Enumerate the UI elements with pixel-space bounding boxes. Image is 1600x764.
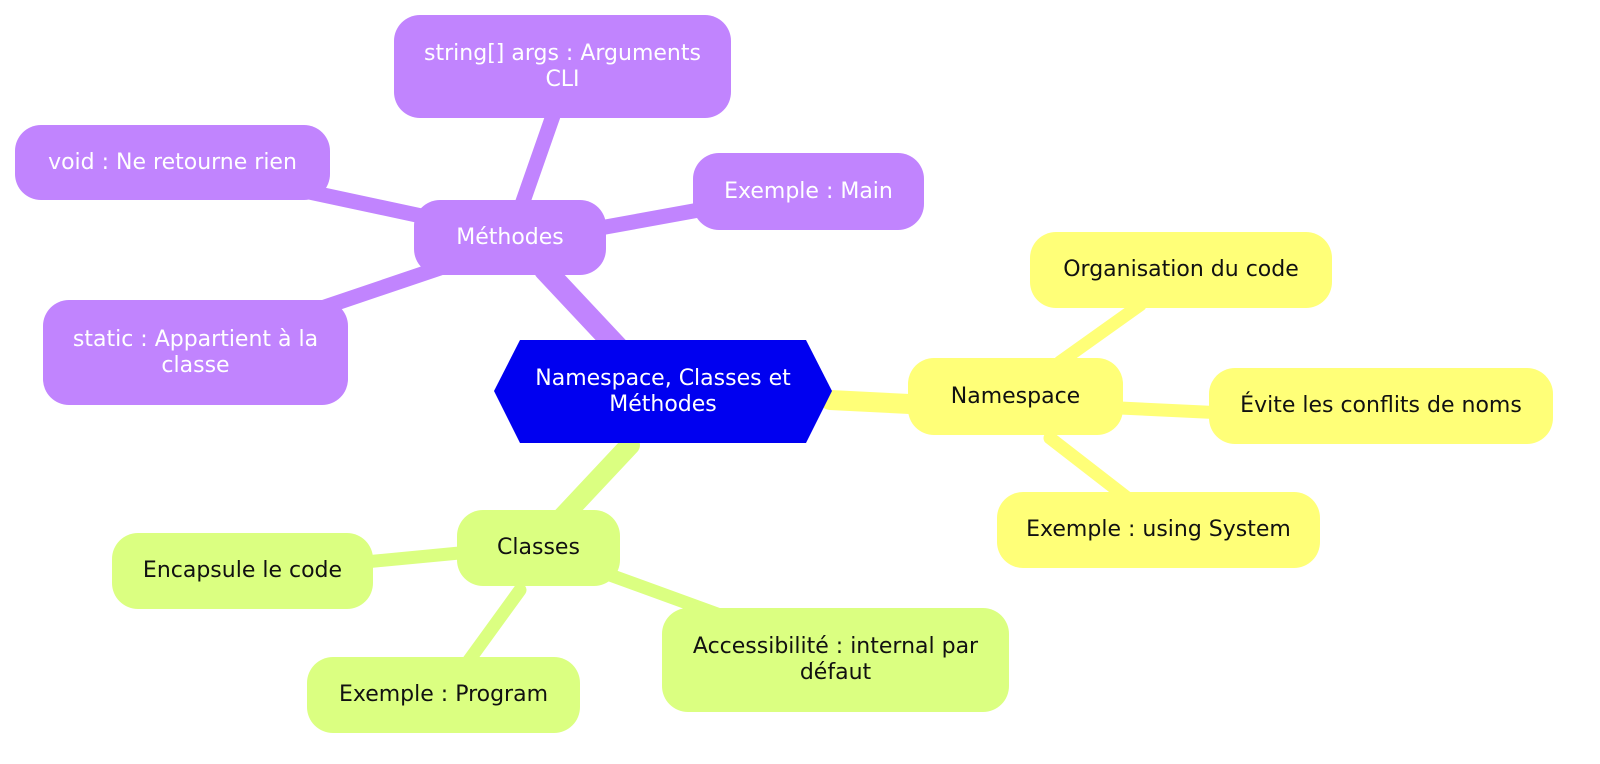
- hexagon-shape: [494, 340, 832, 443]
- node-methodes: Méthodes: [414, 200, 606, 275]
- using-label: Exemple : using System: [1026, 517, 1291, 542]
- node-main: Exemple : Main: [693, 153, 924, 230]
- namespace-label: Namespace: [950, 383, 1081, 409]
- static-label: static : Appartient à la classe: [72, 326, 319, 378]
- methodes-label: Méthodes: [456, 224, 564, 250]
- program-label: Exemple : Program: [338, 682, 549, 707]
- main-label: Exemple : Main: [724, 178, 893, 204]
- edge-methodes-args: [512, 102, 563, 218]
- encapsule-label: Encapsule le code: [142, 558, 343, 583]
- node-args: string[] args : Arguments CLI: [394, 15, 731, 118]
- node-conflits: Évite les conflits de noms: [1209, 368, 1553, 444]
- root-label: Namespace, Classes et Méthodes: [535, 365, 791, 417]
- edge-methodes-main: [592, 200, 718, 236]
- edge-namespace-using: [1043, 431, 1137, 507]
- organisation-label: Organisation du code: [1063, 257, 1299, 282]
- node-encapsule: Encapsule le code: [112, 533, 373, 609]
- edge-namespace-conflits: [1113, 401, 1232, 420]
- accessibilite-label: Accessibilité : internal par défaut: [692, 634, 979, 685]
- edge-classes-program: [455, 583, 527, 677]
- node-void: void : Ne retourne rien: [15, 125, 330, 200]
- node-program: Exemple : Program: [307, 657, 580, 733]
- root-node: Namespace, Classes et Méthodes: [494, 340, 832, 443]
- node-using: Exemple : using System: [997, 492, 1320, 568]
- edge-classes-encapsule: [358, 545, 477, 569]
- classes-label: Classes: [497, 535, 580, 560]
- node-classes: Classes: [457, 510, 620, 586]
- node-organisation: Organisation du code: [1030, 232, 1332, 308]
- void-label: void : Ne retourne rien: [48, 149, 297, 175]
- node-accessibilite: Accessibilité : internal par défaut: [662, 608, 1009, 712]
- edge-root-methodes: [534, 259, 631, 361]
- node-static: static : Appartient à la classe: [43, 300, 348, 405]
- args-label: string[] args : Arguments CLI: [424, 40, 701, 92]
- node-namespace: Namespace: [908, 358, 1123, 435]
- conflits-label: Évite les conflits de noms: [1240, 393, 1522, 418]
- edge-namespace-organisation: [1053, 298, 1147, 369]
